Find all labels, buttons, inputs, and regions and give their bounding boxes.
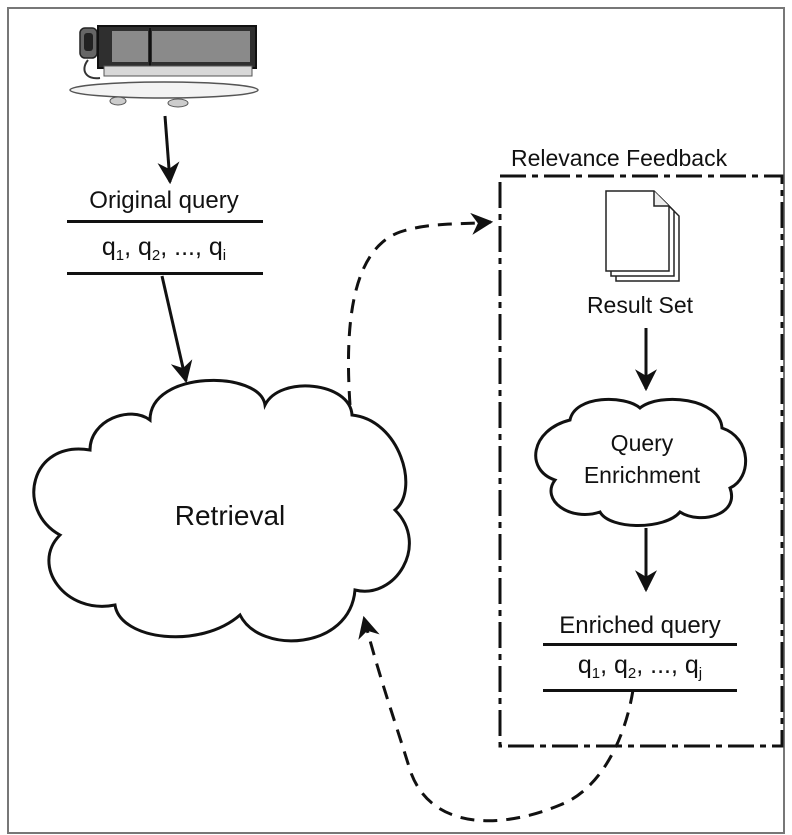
enrichment-label-line1: Query xyxy=(610,430,674,456)
retrieval-label: Retrieval xyxy=(174,500,286,531)
arrow-query-to-retrieval xyxy=(160,275,193,384)
enrichment-cloud xyxy=(534,397,747,527)
computer-icon xyxy=(69,25,259,108)
original-query-top-rule xyxy=(67,220,263,223)
enriched-query-top-rule xyxy=(543,643,737,646)
arrow-enrichedquery-to-retrieval xyxy=(358,615,635,823)
enrichment-label-line2: Enrichment xyxy=(583,462,701,488)
document-stack-icon xyxy=(605,190,680,282)
retrieval-cloud xyxy=(32,378,411,643)
original-query-bottom-rule xyxy=(67,272,263,275)
enriched-query-terms: q1, q2, ..., qj xyxy=(577,651,703,682)
original-query-title: Original query xyxy=(89,187,239,214)
arrow-computer-to-query xyxy=(157,115,180,185)
relevance-feedback-box xyxy=(498,174,784,748)
result-set-label: Result Set xyxy=(586,292,694,318)
enriched-query-bottom-rule xyxy=(543,689,737,692)
outer-frame xyxy=(7,7,785,834)
enriched-query-title: Enriched query xyxy=(559,612,721,639)
relevance-feedback-title: Relevance Feedback xyxy=(511,145,728,171)
arrow-retrieval-to-feedback xyxy=(346,212,494,406)
original-query-terms: q1, q2, ..., qi xyxy=(101,233,227,264)
